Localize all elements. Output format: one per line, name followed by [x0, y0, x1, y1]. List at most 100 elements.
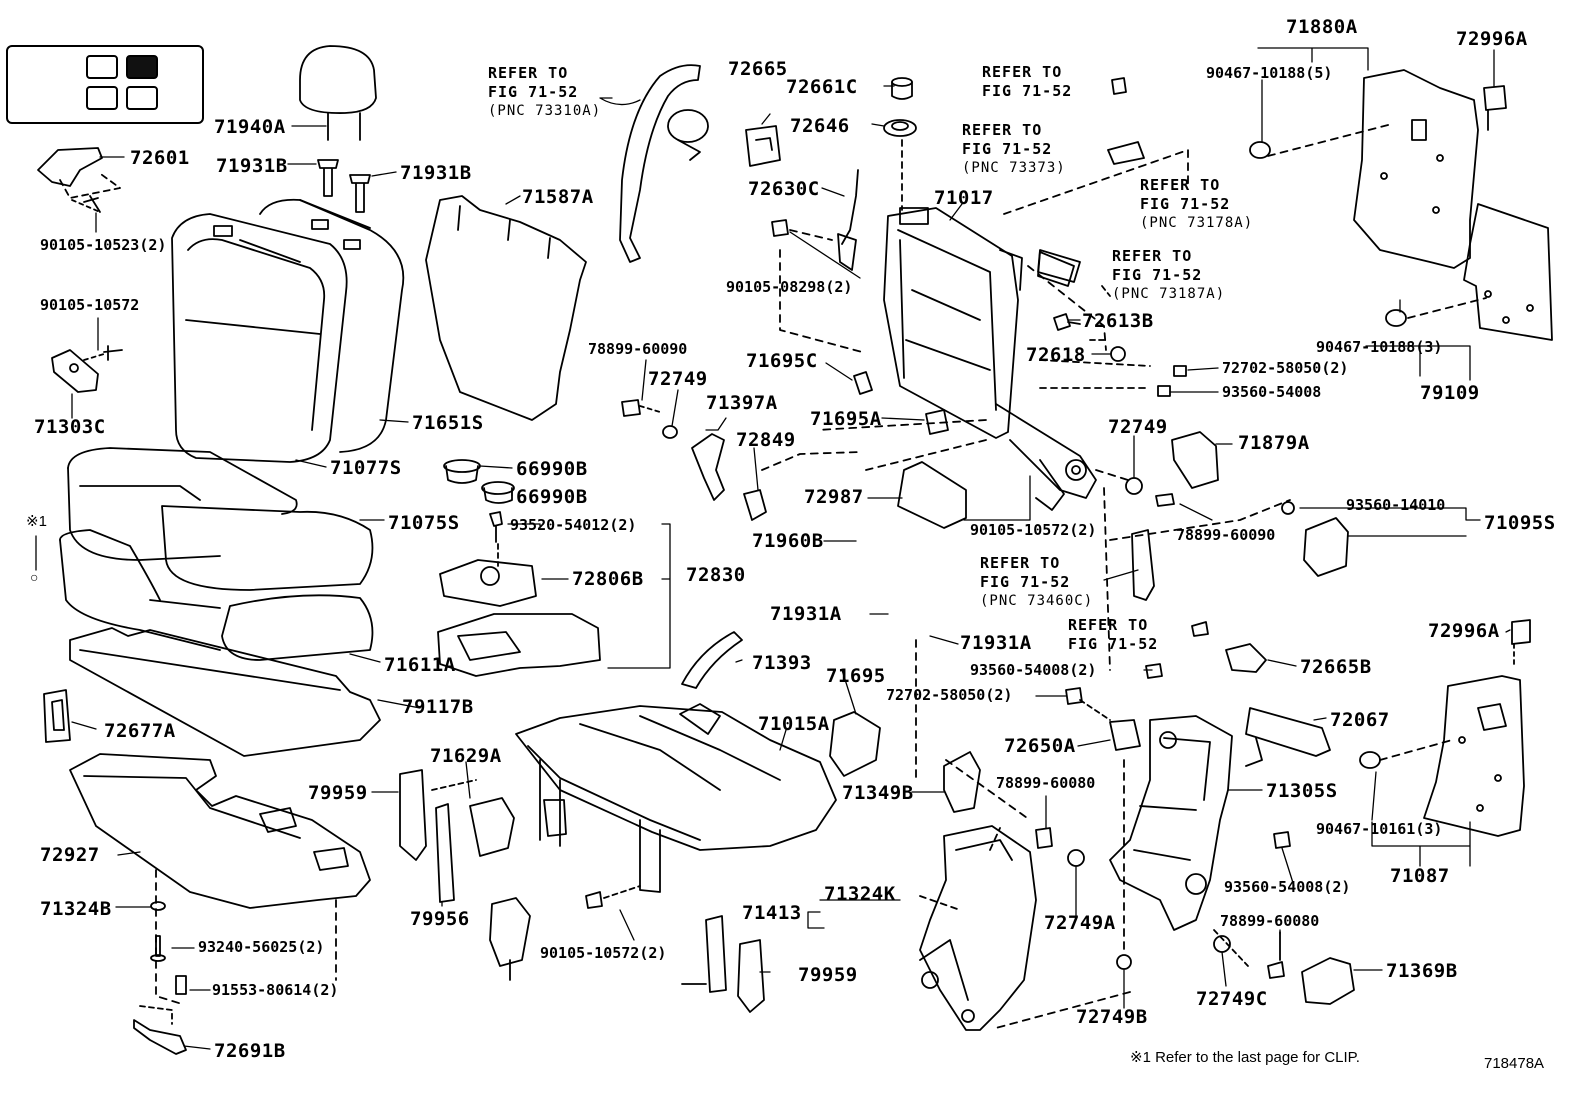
label-71931A-right[interactable]: 71931A — [960, 632, 1032, 654]
cover-71629A — [469, 797, 515, 857]
label-72702-58050-b[interactable]: 72702-58050(2) — [886, 686, 1013, 704]
label-72646[interactable]: 72646 — [790, 115, 850, 137]
label-93520-54012[interactable]: 93520-54012(2) — [510, 516, 637, 534]
cap-72661C — [891, 77, 913, 100]
label-71611A[interactable]: 71611A — [384, 654, 456, 676]
label-90105-10572-c[interactable]: 90105-10572(2) — [540, 944, 667, 962]
label-72691B[interactable]: 72691B — [214, 1040, 286, 1062]
label-71095S[interactable]: 71095S — [1484, 512, 1556, 534]
label-71695C[interactable]: 71695C — [746, 350, 818, 372]
label-72927[interactable]: 72927 — [40, 844, 100, 866]
refer-to-73460C[interactable]: REFER TO FIG 71-52 (PNC 73460C) — [980, 554, 1093, 611]
mat-79117B — [69, 627, 381, 757]
label-90467-10161[interactable]: 90467-10161(3) — [1316, 820, 1443, 838]
label-79117B[interactable]: 79117B — [402, 696, 474, 718]
refer-to-fig-71-52-lower[interactable]: REFER TO FIG 71-52 — [1068, 616, 1158, 654]
label-71393[interactable]: 71393 — [752, 652, 812, 674]
label-93560-54008-a[interactable]: 93560-54008 — [1222, 383, 1322, 401]
label-72702-58050-a[interactable]: 72702-58050(2) — [1222, 359, 1349, 377]
label-78899-60090-a[interactable]: 78899-60090 — [588, 340, 688, 358]
label-93560-54008-c[interactable]: 93560-54008(2) — [1224, 878, 1351, 896]
label-72665B[interactable]: 72665B — [1300, 656, 1372, 678]
label-72661C[interactable]: 72661C — [786, 76, 858, 98]
refer-to-73178A[interactable]: REFER TO FIG 71-52 (PNC 73178A) — [1140, 176, 1253, 233]
label-72749-b[interactable]: 72749 — [1108, 416, 1168, 438]
label-72613B[interactable]: 72613B — [1082, 310, 1154, 332]
label-71369B[interactable]: 71369B — [1386, 960, 1458, 982]
label-66990B-1[interactable]: 66990B — [516, 458, 588, 480]
label-90467-10188-3[interactable]: 90467-10188(3) — [1316, 338, 1443, 356]
label-71940A[interactable]: 71940A — [214, 116, 286, 138]
label-72806B[interactable]: 72806B — [572, 568, 644, 590]
label-90105-10572-b[interactable]: 90105-10572(2) — [970, 521, 1097, 539]
label-72749C[interactable]: 72749C — [1196, 988, 1268, 1010]
cushion-frame-71015A — [515, 703, 837, 893]
label-72749-a[interactable]: 72749 — [648, 368, 708, 390]
label-90105-08298[interactable]: 90105-08298(2) — [726, 278, 853, 296]
label-90105-10572-a[interactable]: 90105-10572 — [40, 296, 140, 314]
label-71629A[interactable]: 71629A — [430, 745, 502, 767]
label-78899-60080-b[interactable]: 78899-60080 — [1220, 912, 1320, 930]
label-78899-60080-a[interactable]: 78899-60080 — [996, 774, 1096, 792]
label-72630C[interactable]: 72630C — [748, 178, 820, 200]
label-72650A[interactable]: 72650A — [1004, 735, 1076, 757]
label-72830[interactable]: 72830 — [686, 564, 746, 586]
label-71960B[interactable]: 71960B — [752, 530, 824, 552]
label-71087[interactable]: 71087 — [1390, 865, 1450, 887]
label-72749A[interactable]: 72749A — [1044, 912, 1116, 934]
label-71651S[interactable]: 71651S — [412, 412, 484, 434]
label-71075S[interactable]: 71075S — [388, 512, 460, 534]
label-71931B-left[interactable]: 71931B — [216, 155, 288, 177]
label-71413[interactable]: 71413 — [742, 902, 802, 924]
label-79959-a[interactable]: 79959 — [308, 782, 368, 804]
label-79956[interactable]: 79956 — [410, 908, 470, 930]
label-71077S[interactable]: 71077S — [330, 457, 402, 479]
label-71305S[interactable]: 71305S — [1266, 780, 1338, 802]
label-66990B-2[interactable]: 66990B — [516, 486, 588, 508]
clip-72996A-top — [1483, 85, 1507, 131]
label-71695A[interactable]: 71695A — [810, 408, 882, 430]
label-72601[interactable]: 72601 — [130, 147, 190, 169]
label-71324B[interactable]: 71324B — [40, 898, 112, 920]
label-71695[interactable]: 71695 — [826, 665, 886, 687]
label-72618[interactable]: 72618 — [1026, 344, 1086, 366]
board-71587A — [425, 195, 587, 421]
label-79959-b[interactable]: 79959 — [798, 964, 858, 986]
label-93240-56025[interactable]: 93240-56025(2) — [198, 938, 325, 956]
bracket-71303C — [51, 345, 123, 393]
label-72749B[interactable]: 72749B — [1076, 1006, 1148, 1028]
label-71015A[interactable]: 71015A — [758, 713, 830, 735]
label-79109[interactable]: 79109 — [1420, 382, 1480, 404]
label-71587A[interactable]: 71587A — [522, 186, 594, 208]
label-72665[interactable]: 72665 — [728, 58, 788, 80]
label-71879A[interactable]: 71879A — [1238, 432, 1310, 454]
label-93560-54008-b[interactable]: 93560-54008(2) — [970, 661, 1097, 679]
label-72996A-top[interactable]: 72996A — [1456, 28, 1528, 50]
label-71931A-left[interactable]: 71931A — [770, 603, 842, 625]
refer-to-fig-71-52-top[interactable]: REFER TO FIG 71-52 — [982, 63, 1072, 101]
label-72996A-bottom[interactable]: 72996A — [1428, 620, 1500, 642]
refer-to-73187A[interactable]: REFER TO FIG 71-52 (PNC 73187A) — [1112, 247, 1225, 304]
label-72067[interactable]: 72067 — [1330, 709, 1390, 731]
side-cover-71413 — [919, 825, 1037, 1031]
label-72677A[interactable]: 72677A — [104, 720, 176, 742]
label-91553-80614[interactable]: 91553-80614(2) — [212, 981, 339, 999]
refer-to-73310A[interactable]: REFER TO FIG 71-52 (PNC 73310A) — [488, 64, 601, 121]
label-72987[interactable]: 72987 — [804, 486, 864, 508]
label-71017[interactable]: 71017 — [934, 187, 994, 209]
refer-to-73373[interactable]: REFER TO FIG 71-52 (PNC 73373) — [962, 121, 1066, 178]
cover-79956 — [435, 803, 455, 903]
label-72849[interactable]: 72849 — [736, 429, 796, 451]
label-93560-14010[interactable]: 93560-14010 — [1346, 496, 1446, 514]
label-90105-10523[interactable]: 90105-10523(2) — [40, 236, 167, 254]
label-71324K[interactable]: 71324K — [824, 883, 896, 905]
label-78899-60090-b[interactable]: 78899-60090 — [1176, 526, 1276, 544]
label-71880A[interactable]: 71880A — [1286, 16, 1358, 38]
label-71303C[interactable]: 71303C — [34, 416, 106, 438]
label-71931B-right[interactable]: 71931B — [400, 162, 472, 184]
label-90467-10188-5[interactable]: 90467-10188(5) — [1206, 64, 1333, 82]
cover-72665 — [745, 125, 781, 167]
label-71349B[interactable]: 71349B — [842, 782, 914, 804]
label-71397A[interactable]: 71397A — [706, 392, 778, 414]
